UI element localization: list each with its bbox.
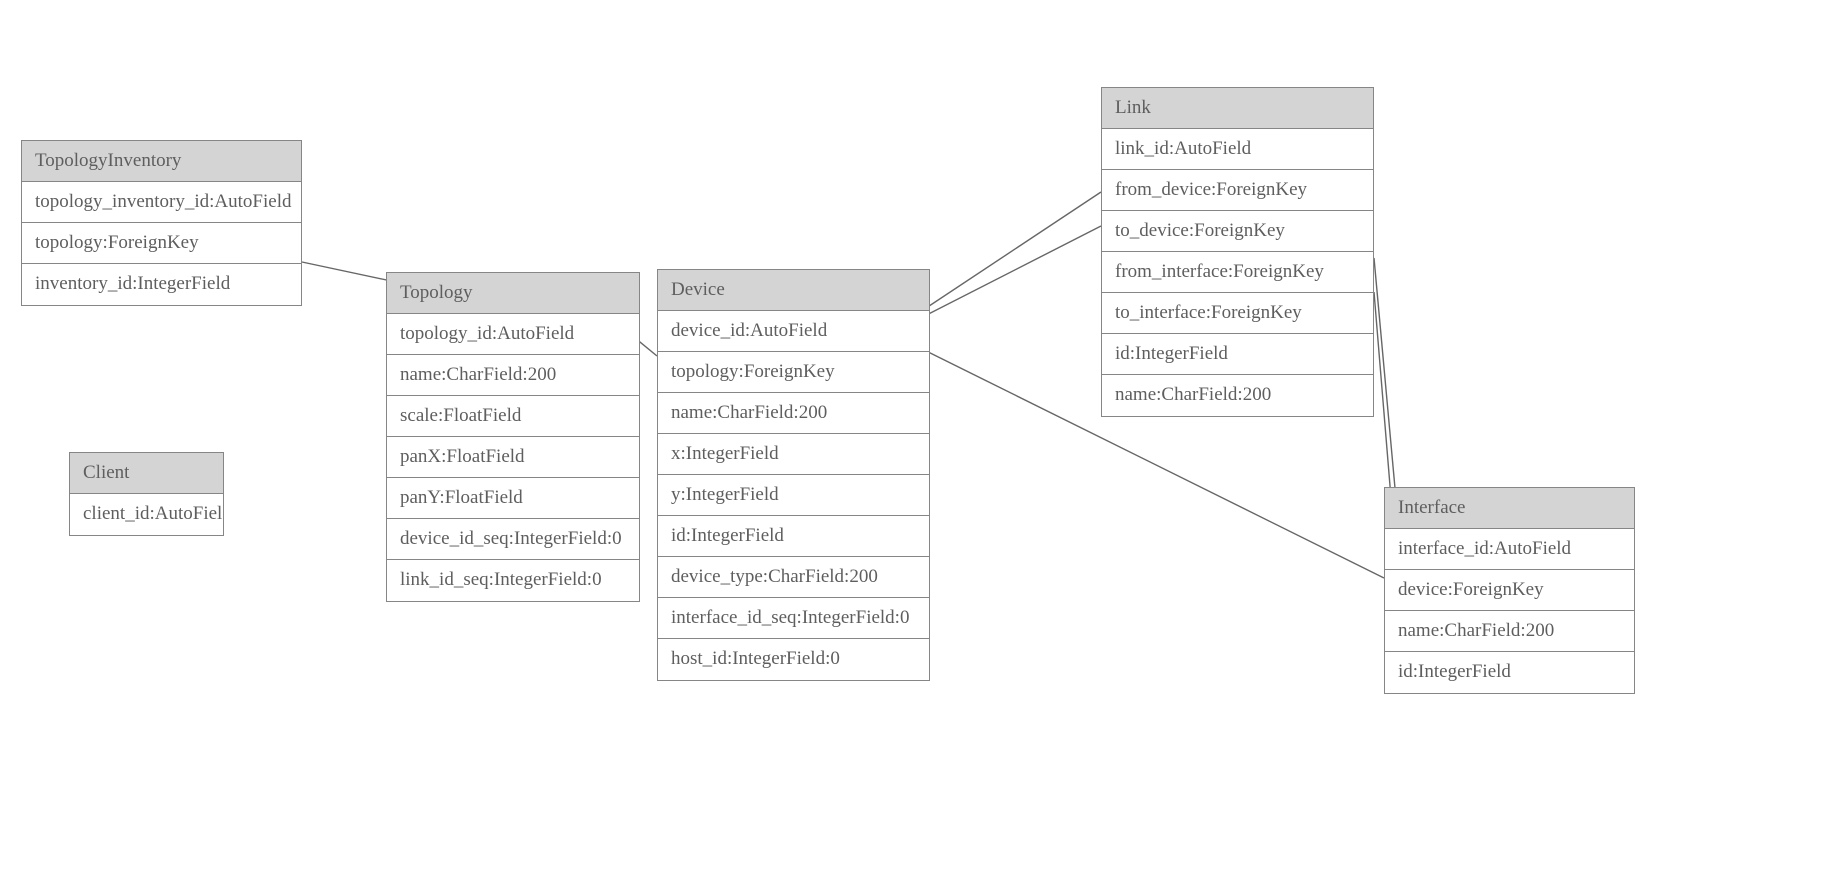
- entity-title-link: Link: [1102, 88, 1373, 129]
- entity-title-interface: Interface: [1385, 488, 1634, 529]
- entity-field-row[interactable]: id:IntegerField: [658, 516, 929, 557]
- entity-field-row[interactable]: device_id:AutoField: [658, 311, 929, 352]
- entity-field-row[interactable]: to_interface:ForeignKey: [1102, 293, 1373, 334]
- entity-field-row[interactable]: id:IntegerField: [1385, 652, 1634, 693]
- entity-field-row[interactable]: topology_inventory_id:AutoField: [22, 182, 301, 223]
- entity-field-row[interactable]: from_device:ForeignKey: [1102, 170, 1373, 211]
- entity-field-row[interactable]: device:ForeignKey: [1385, 570, 1634, 611]
- entity-field-row[interactable]: device_id_seq:IntegerField:0: [387, 519, 639, 560]
- entity-field-row[interactable]: link_id_seq:IntegerField:0: [387, 560, 639, 601]
- entity-field-row[interactable]: interface_id_seq:IntegerField:0: [658, 598, 929, 639]
- entity-field-row[interactable]: panY:FloatField: [387, 478, 639, 519]
- entity-field-row[interactable]: to_device:ForeignKey: [1102, 211, 1373, 252]
- entity-field-row[interactable]: name:CharField:200: [1385, 611, 1634, 652]
- entity-field-row[interactable]: inventory_id:IntegerField: [22, 264, 301, 305]
- edge-rel-link-from-interface: [1373, 257, 1399, 522]
- entity-field-row[interactable]: name:CharField:200: [658, 393, 929, 434]
- entity-field-row[interactable]: name:CharField:200: [1102, 375, 1373, 416]
- entity-title-client: Client: [70, 453, 223, 494]
- entity-field-row[interactable]: panX:FloatField: [387, 437, 639, 478]
- entity-title-topology: Topology: [387, 273, 639, 314]
- entity-title-topology-inventory: TopologyInventory: [22, 141, 301, 182]
- entity-field-row[interactable]: topology:ForeignKey: [658, 352, 929, 393]
- entity-field-row[interactable]: topology_id:AutoField: [387, 314, 639, 355]
- entity-field-row[interactable]: x:IntegerField: [658, 434, 929, 475]
- entity-field-row[interactable]: from_interface:ForeignKey: [1102, 252, 1373, 293]
- entity-field-row[interactable]: topology:ForeignKey: [22, 223, 301, 264]
- entity-field-row[interactable]: device_type:CharField:200: [658, 557, 929, 598]
- entity-title-device: Device: [658, 270, 929, 311]
- edge-rel-link-to-device: [904, 225, 1102, 327]
- entity-field-row[interactable]: client_id:AutoField: [70, 494, 223, 535]
- entity-field-row[interactable]: y:IntegerField: [658, 475, 929, 516]
- entity-field-row[interactable]: id:IntegerField: [1102, 334, 1373, 375]
- entity-field-row[interactable]: name:CharField:200: [387, 355, 639, 396]
- entity-field-row[interactable]: link_id:AutoField: [1102, 129, 1373, 170]
- entity-field-row[interactable]: scale:FloatField: [387, 396, 639, 437]
- edge-rel-link-from-device: [904, 191, 1102, 323]
- entity-field-row[interactable]: host_id:IntegerField:0: [658, 639, 929, 680]
- entity-field-row[interactable]: interface_id:AutoField: [1385, 529, 1634, 570]
